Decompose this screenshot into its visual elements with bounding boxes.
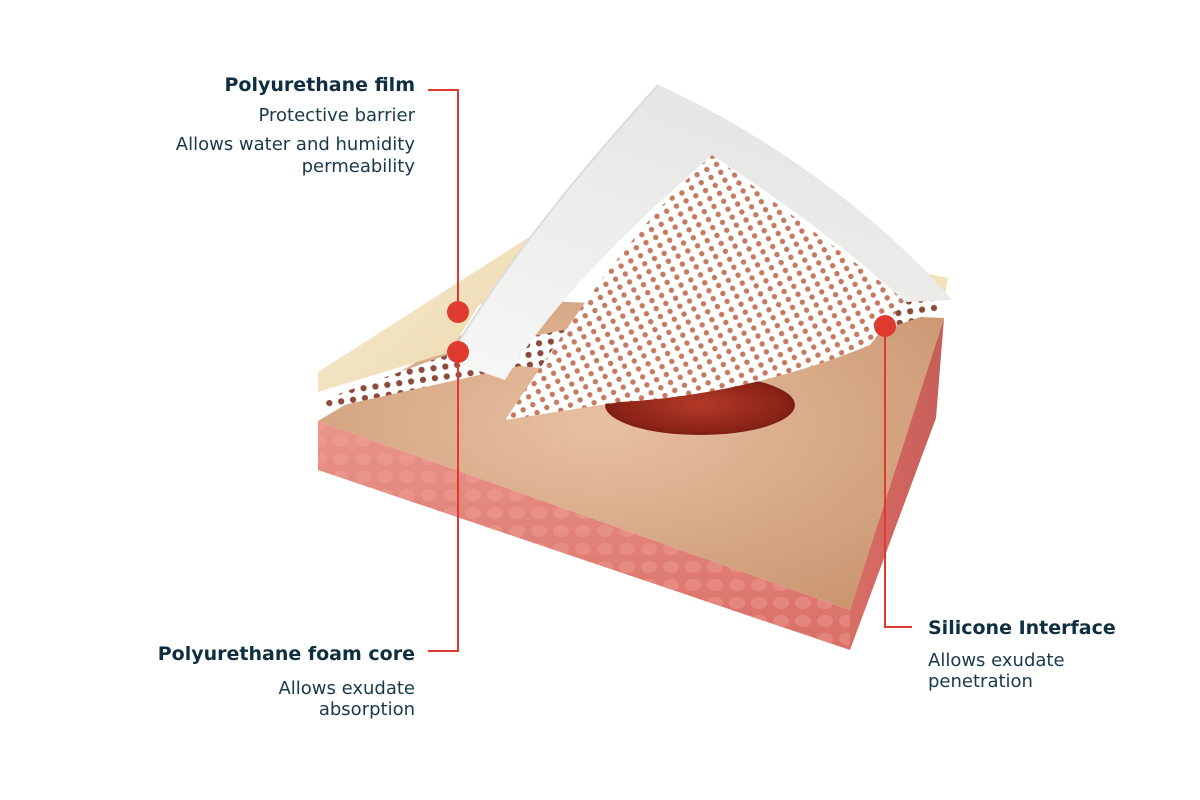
label-foam-line1: Allows exudate	[278, 677, 415, 699]
label-film-line2: Allows water and humidity	[175, 134, 415, 156]
label-polyurethane-film: Polyurethane film Protective barrier All…	[115, 74, 415, 178]
label-polyurethane-foam-core: Polyurethane foam core Allows exudate ab…	[115, 643, 415, 721]
callout-line-silicone	[884, 326, 912, 628]
marker-film	[447, 301, 469, 323]
callout-markers	[447, 301, 896, 363]
label-silicone-interface: Silicone Interface Allows exudate penetr…	[928, 617, 1188, 693]
skin-block	[318, 300, 944, 650]
label-foam-line2: absorption	[318, 699, 415, 721]
silicone-mesh-flap	[505, 155, 905, 420]
label-silicone-line1: Allows exudate	[928, 649, 1065, 671]
callout-lines	[428, 89, 912, 652]
label-silicone-line2: penetration	[928, 671, 1033, 693]
label-foam-title: Polyurethane foam core	[157, 643, 415, 665]
label-film-line3: permeability	[301, 155, 415, 177]
marker-silicone	[874, 315, 896, 337]
marker-foam	[447, 341, 469, 363]
label-silicone-title: Silicone Interface	[928, 617, 1116, 639]
skin-top-face	[318, 300, 944, 610]
label-film-line1: Protective barrier	[258, 104, 415, 126]
skin-right-face	[850, 318, 944, 650]
callout-line-foam	[428, 352, 459, 652]
label-film-title: Polyurethane film	[224, 74, 415, 96]
callout-line-film	[428, 89, 459, 312]
polyurethane-film-flap	[448, 85, 952, 380]
